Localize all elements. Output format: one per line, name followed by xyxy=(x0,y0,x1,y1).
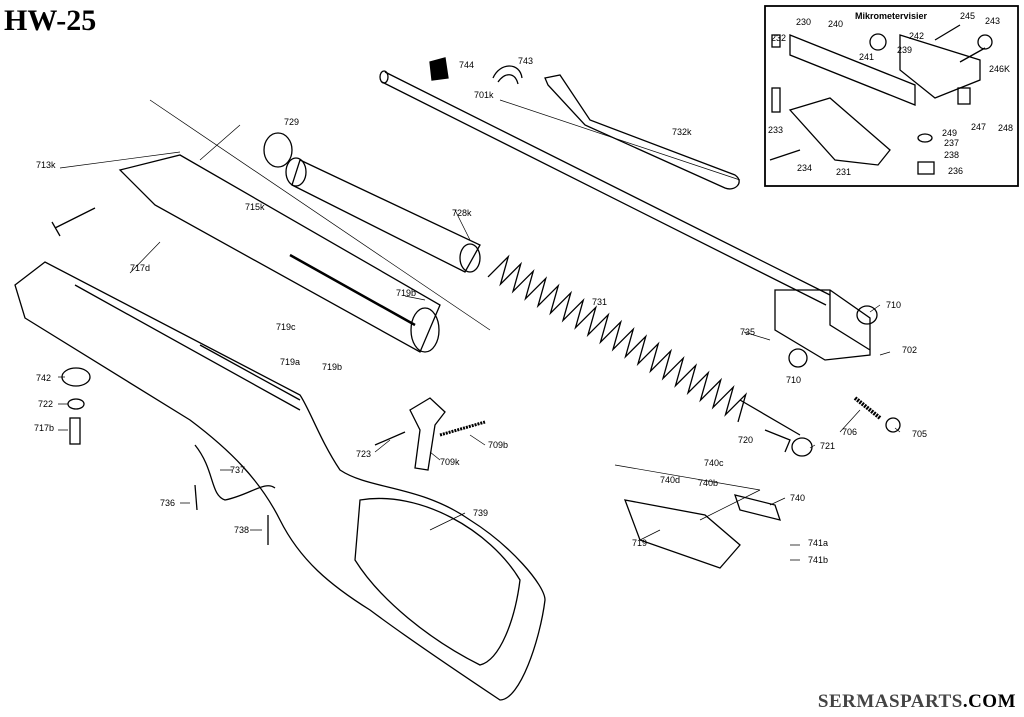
part-label: 705 xyxy=(912,429,927,439)
part-label: 719 xyxy=(632,538,647,548)
inset-frame xyxy=(764,5,1019,187)
part-label: 731 xyxy=(592,297,607,307)
inset-part-label: 231 xyxy=(836,167,851,177)
part-label: 720 xyxy=(738,435,753,445)
part-label: 721 xyxy=(820,441,835,451)
inset-part-label: 243 xyxy=(985,16,1000,26)
inset-part-label: 232 xyxy=(771,33,786,43)
washer-710 xyxy=(856,305,878,325)
part-label: 722 xyxy=(38,399,53,409)
part-label: 744 xyxy=(459,60,474,70)
inset-part-label: 249 xyxy=(942,128,957,138)
inset-part-label: 237 xyxy=(944,138,959,148)
part-label: 709b xyxy=(488,440,508,450)
part-label: 713k xyxy=(36,160,56,170)
washer-742 xyxy=(61,367,91,387)
washer-721 xyxy=(791,437,813,457)
part-label: 719a xyxy=(280,357,300,367)
screw-717b xyxy=(69,417,81,445)
part-label: 701k xyxy=(474,90,494,100)
part-label: 738 xyxy=(234,525,249,535)
grip-panel xyxy=(354,497,521,666)
front-sight-744 xyxy=(429,57,449,81)
part-label: 702 xyxy=(902,345,917,355)
screw-736 xyxy=(194,484,198,511)
spring-guide-720 xyxy=(739,399,801,453)
inset-part-label: 246K xyxy=(989,64,1010,74)
compression-tube-715k xyxy=(118,154,441,353)
inset-part-label: 242 xyxy=(909,31,924,41)
part-label: 740c xyxy=(704,458,724,468)
inset-part-label: 245 xyxy=(960,11,975,21)
ball-705 xyxy=(885,417,901,433)
piston-728k xyxy=(285,157,481,273)
part-label: 717b xyxy=(34,423,54,433)
washer-710b xyxy=(788,348,808,368)
part-label: 740b xyxy=(698,478,718,488)
watermark-name: SERMASPARTS xyxy=(817,691,963,712)
part-label: 739 xyxy=(473,508,488,518)
piston-seal-729 xyxy=(263,132,293,168)
part-label: 715k xyxy=(245,202,265,212)
trigger-709k xyxy=(409,397,446,471)
inset-part-label: 236 xyxy=(948,166,963,176)
part-label: 736 xyxy=(160,498,175,508)
spring-706 xyxy=(853,396,882,420)
trigger-guard-737 xyxy=(194,444,276,501)
part-label: 735 xyxy=(740,327,755,337)
part-label: 717d xyxy=(130,263,150,273)
screw-713k xyxy=(51,207,96,237)
mainspring-731 xyxy=(487,254,748,423)
inset-part-label: 241 xyxy=(859,52,874,62)
part-labels: 713k 729 744 743 701k 732k 715k 728k 717… xyxy=(34,11,1013,565)
inset-part-label: 240 xyxy=(828,19,843,29)
watermark: SERMASPARTS.COM xyxy=(818,691,1016,713)
part-label: 741b xyxy=(808,555,828,565)
cocking-lever-732k xyxy=(544,74,740,190)
part-label: 729 xyxy=(284,117,299,127)
part-label: 732k xyxy=(672,127,692,137)
breech-block xyxy=(774,289,871,361)
washer-722 xyxy=(67,398,85,410)
part-label: 741a xyxy=(808,538,828,548)
sight-hood-743 xyxy=(492,65,523,85)
inset-part-label: 247 xyxy=(971,122,986,132)
inset-part-label: 248 xyxy=(998,123,1013,133)
inset-part-label: 230 xyxy=(796,17,811,27)
pin-723 xyxy=(374,431,406,446)
watermark-suffix: .COM xyxy=(962,691,1016,712)
inset-part-label: 234 xyxy=(797,163,812,173)
part-label: 743 xyxy=(518,56,533,66)
part-label: 723 xyxy=(356,449,371,459)
part-label: 728k xyxy=(452,208,472,218)
diagram-title: HW-25 xyxy=(4,4,97,37)
part-label: 740 xyxy=(790,493,805,503)
part-label: 742 xyxy=(36,373,51,383)
inset-part-label: 239 xyxy=(897,45,912,55)
micrometer-sight-drawing xyxy=(769,24,993,175)
stock-739 xyxy=(14,261,546,701)
inset-title: Mikrometervisier xyxy=(855,11,928,21)
part-label: 710 xyxy=(786,375,801,385)
part-label: 719c xyxy=(276,322,296,332)
part-label: 709k xyxy=(440,457,460,467)
trigger-block-740 xyxy=(734,494,781,521)
part-label: 719b xyxy=(322,362,342,372)
part-label: 737 xyxy=(230,465,245,475)
leader-lines xyxy=(58,99,901,561)
part-label: 706 xyxy=(842,427,857,437)
inset-part-label: 233 xyxy=(768,125,783,135)
barrel-701k xyxy=(379,70,831,306)
trigger-spring-709b xyxy=(439,420,486,437)
trigger-unit-719 xyxy=(623,499,741,569)
part-label: 740d xyxy=(660,475,680,485)
part-label: 710 xyxy=(886,300,901,310)
inset-part-label: 238 xyxy=(944,150,959,160)
part-label: 719b xyxy=(396,288,416,298)
